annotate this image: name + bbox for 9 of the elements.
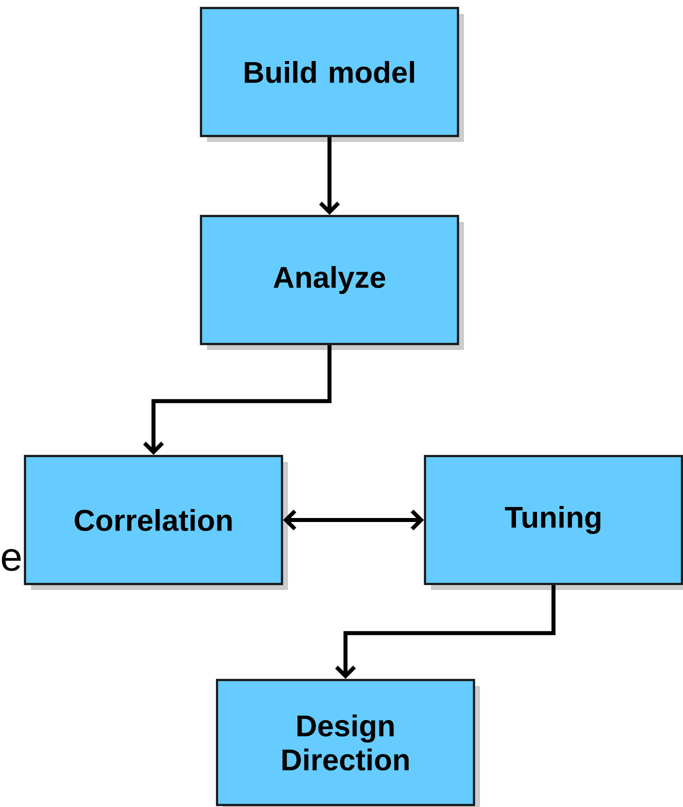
arrow — [143, 345, 332, 455]
process-box: Design Direction — [216, 678, 480, 807]
process-box: Correlation — [24, 454, 288, 590]
arrow — [335, 585, 556, 679]
arrow — [283, 510, 424, 530]
process-box: Tuning — [424, 454, 683, 590]
process-box: Build model — [200, 6, 464, 142]
arrow — [319, 137, 340, 215]
process-box: Analyze — [200, 214, 464, 350]
